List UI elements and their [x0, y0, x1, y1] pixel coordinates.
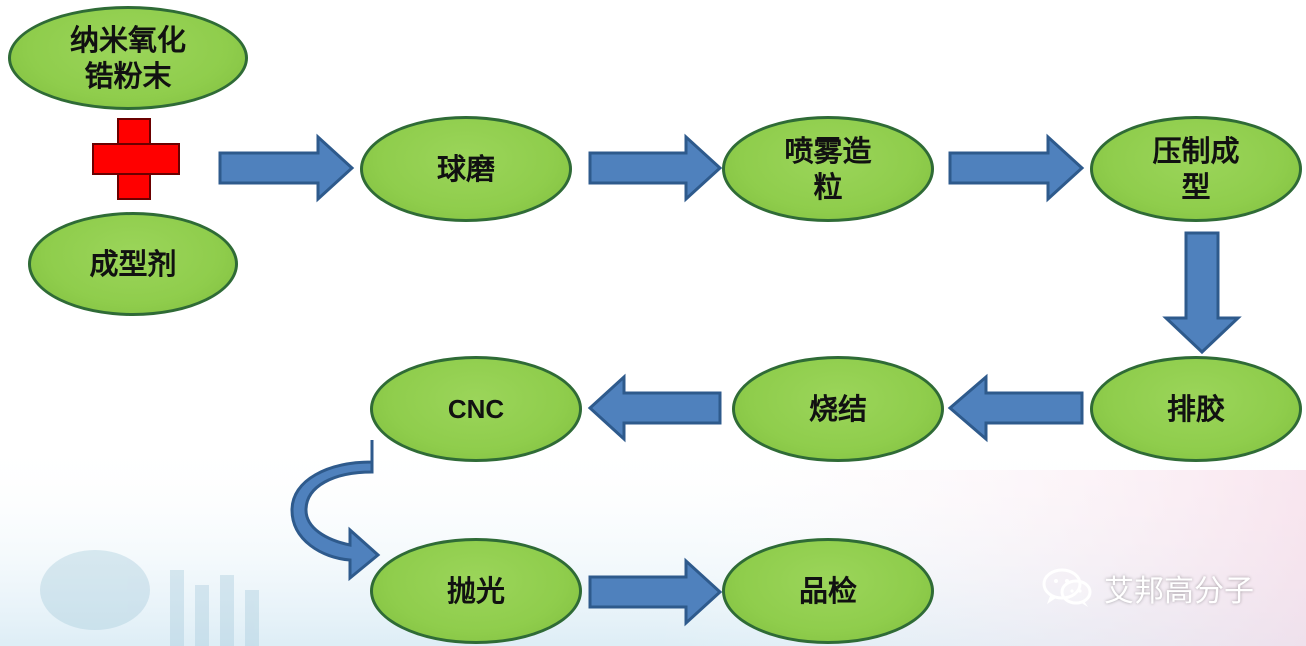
- node-inspection: 品检: [722, 538, 934, 644]
- wechat-icon: [1042, 568, 1092, 607]
- watermark-text: 艾邦高分子: [1104, 574, 1254, 609]
- node-label: 压制成型: [1152, 134, 1240, 204]
- node-label: CNC: [447, 394, 505, 424]
- arrow-to-sintering: [947, 373, 1084, 443]
- watermark: 艾邦高分子: [1040, 566, 1254, 610]
- plus-sign-horizontal: [92, 143, 180, 175]
- node-press-forming: 压制成型: [1090, 116, 1302, 222]
- arrow-to-polishing: [290, 440, 381, 582]
- node-label: 球磨: [436, 152, 495, 186]
- node-debinding: 排胶: [1090, 356, 1302, 462]
- arrow-to-press-forming: [948, 133, 1085, 203]
- node-label: 成型剂: [89, 247, 177, 281]
- arrow-to-cnc: [587, 373, 722, 443]
- node-label: 喷雾造粒: [784, 134, 872, 204]
- arrow-to-inspection: [588, 557, 723, 627]
- node-cnc: CNC: [370, 356, 582, 462]
- node-ball-milling: 球磨: [360, 116, 572, 222]
- node-label: 排胶: [1166, 392, 1225, 426]
- node-spray-granulation: 喷雾造粒: [722, 116, 934, 222]
- node-sintering: 烧结: [732, 356, 944, 462]
- arrow-to-ball-milling: [218, 133, 355, 203]
- node-polishing: 抛光: [370, 538, 582, 644]
- arrow-to-debinding: [1162, 231, 1242, 355]
- node-nano-zirconia-powder: 纳米氧化锆粉末: [8, 6, 248, 110]
- node-label: 抛光: [446, 574, 505, 608]
- node-label: 烧结: [808, 392, 867, 426]
- arrow-to-spray-granulation: [588, 133, 723, 203]
- node-binder: 成型剂: [28, 212, 238, 316]
- node-label: 品检: [798, 574, 857, 608]
- node-label: 纳米氧化锆粉末: [69, 23, 186, 93]
